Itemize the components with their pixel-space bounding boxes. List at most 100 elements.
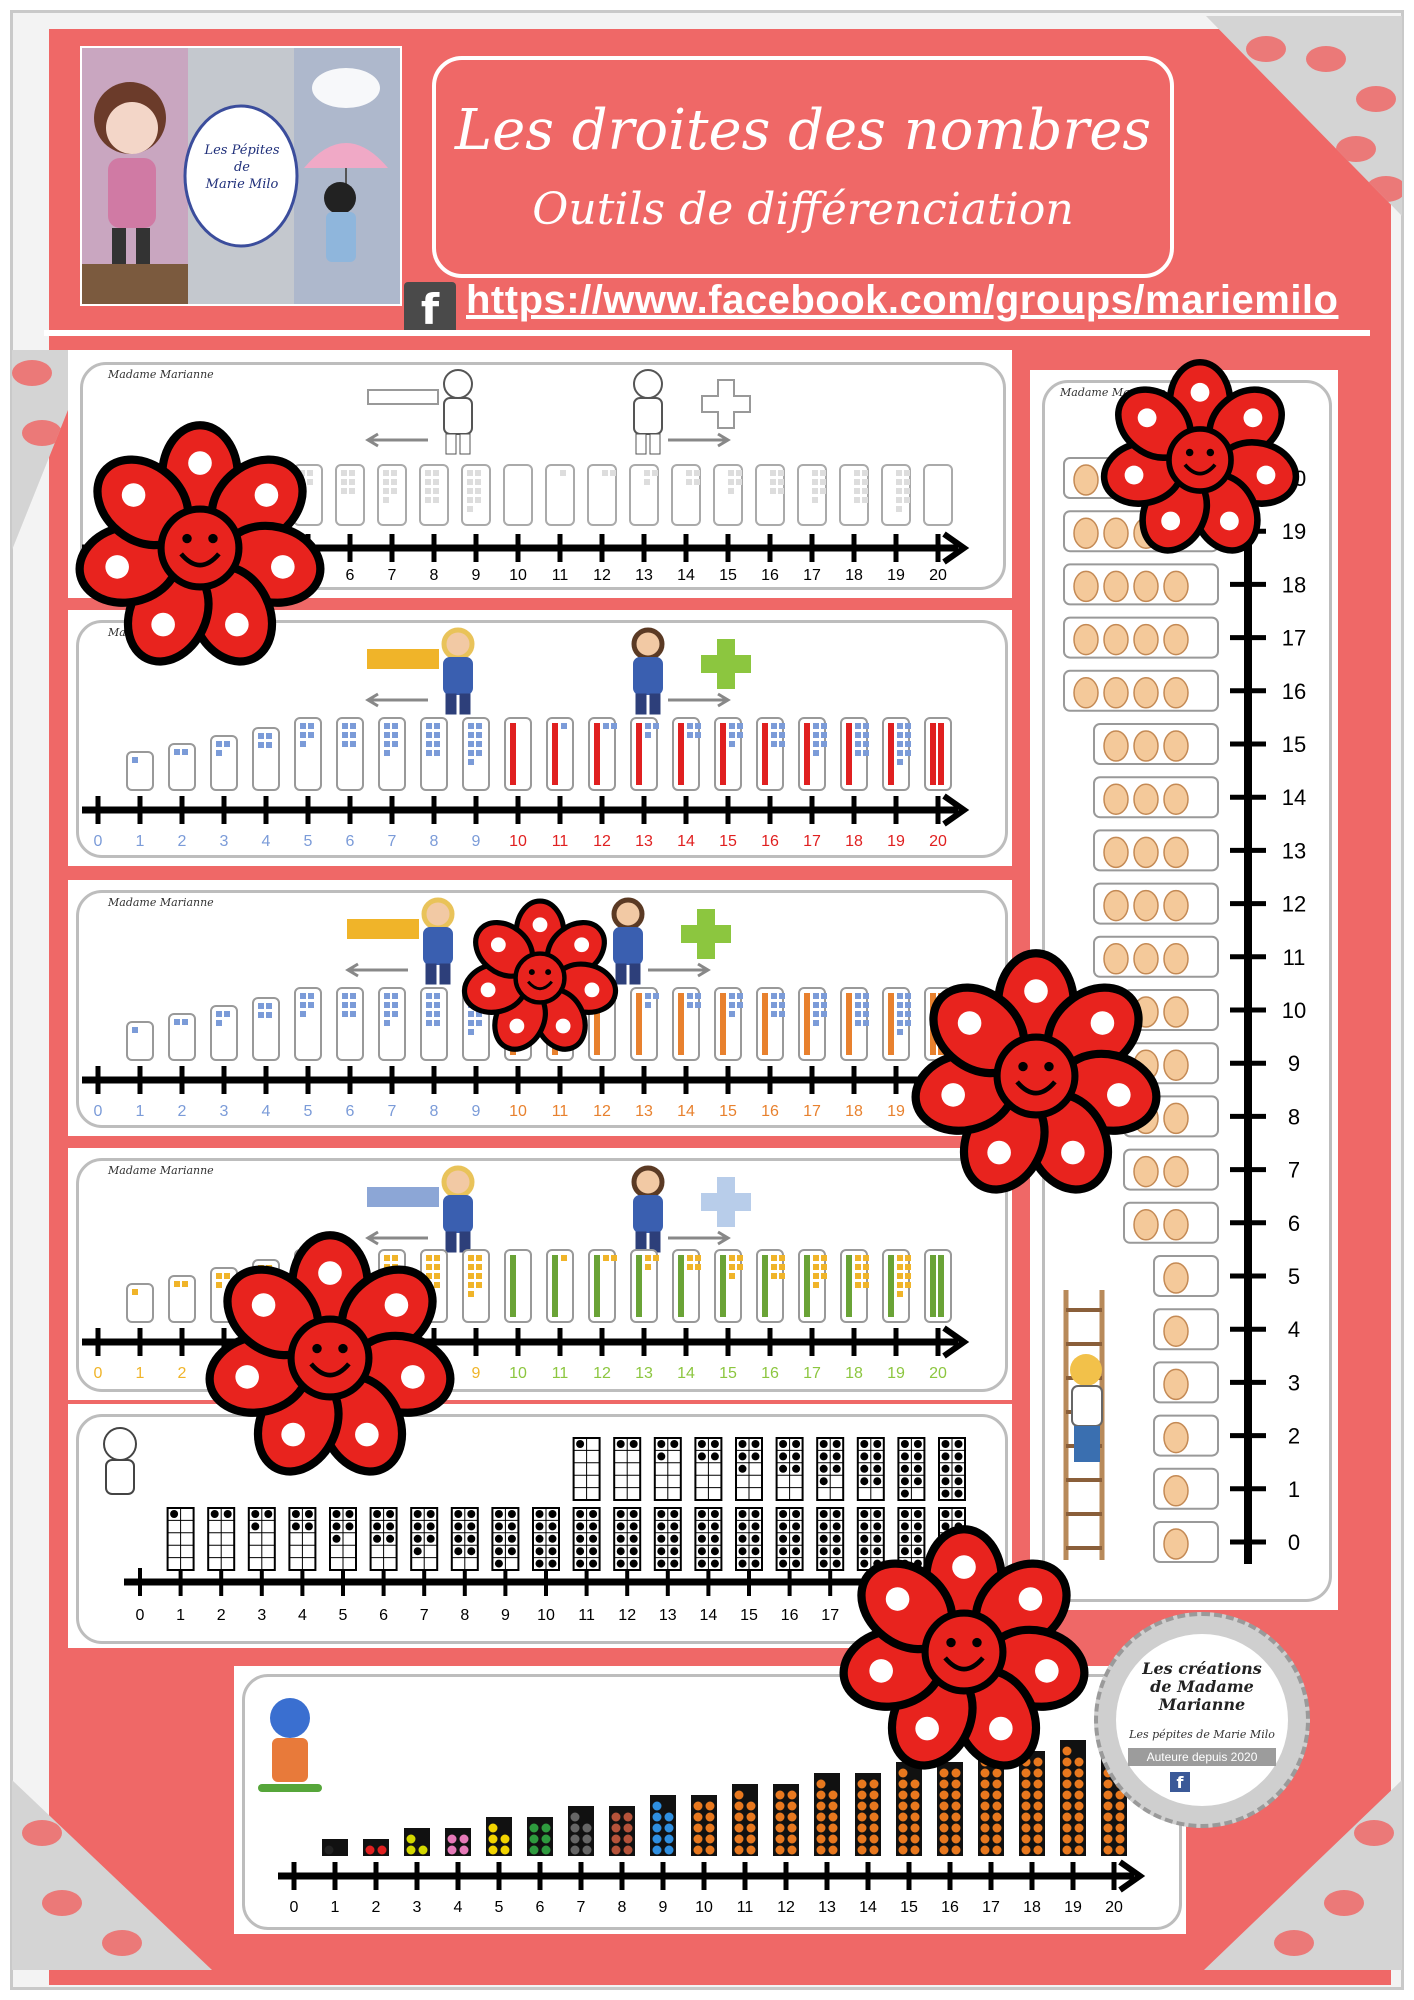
dot [529,1834,539,1844]
ten-frame-dot [413,1547,422,1556]
child-leg [629,963,641,985]
dot [418,1845,428,1855]
tick-label: 6 [1288,1211,1300,1236]
tick-label: 9 [472,833,481,850]
dot [992,1845,1002,1855]
dot [1033,1779,1043,1789]
unit-cube [257,470,263,476]
dot [816,1834,826,1844]
tick-label: 9 [1288,1051,1300,1076]
ten-frame-dot [494,1547,503,1556]
unit-cube [383,497,389,503]
tick-label: 17 [803,1365,821,1382]
ten-frame-dot [710,1547,719,1556]
ten-frame-dot [251,1522,260,1531]
ten-frame-dot [657,1452,666,1461]
hand-icon [1163,783,1189,815]
ten-rod [938,723,944,785]
ten-frame-dot [657,1440,666,1448]
dot [910,1779,920,1789]
logo-text-mid: de [233,160,250,175]
tick-label: 9 [501,1607,510,1624]
unit-cube [737,993,743,999]
unit-cube [897,1002,903,1008]
ten-rod [888,723,894,785]
hand-icon [1163,836,1189,869]
ten-frame-dot [792,1522,801,1531]
ten-frame-dot [710,1522,719,1531]
facebook-group-link[interactable]: https://www.facebook.com/groups/mariemil… [466,278,1339,322]
dot [488,1823,498,1833]
dot [787,1790,797,1800]
unit-cube [695,993,701,999]
unit-cube [476,1255,482,1261]
ten-frame-dot [941,1547,950,1556]
dot [570,1834,580,1844]
unit-cube [476,1020,482,1026]
dot [1021,1790,1031,1800]
unit-cube [695,1002,701,1008]
ten-rod [636,993,642,1055]
tick-label: 20 [929,1103,947,1120]
dot [324,1845,334,1855]
unit-cube [468,993,474,999]
hand-icon [1133,943,1159,975]
unit-cube [434,1282,440,1288]
facebook-icon[interactable]: f [1170,1772,1190,1792]
ten-frame-dot [860,1534,869,1543]
dot [734,1845,744,1855]
unit-cube [687,1255,693,1261]
ten-frame-dot [941,1522,950,1531]
ten-frame-dot [657,1559,666,1568]
dot [857,1823,867,1833]
ten-rod [846,993,852,1055]
header-illustration: Les Pépites de Marie Milo [80,46,402,306]
unit-cube [645,1264,651,1270]
tick-label: 1 [136,833,145,850]
unit-cube [863,1273,869,1279]
unit-cube [820,479,826,485]
unit-cube [384,732,390,738]
ten-frame-dot [751,1452,760,1461]
facebook-icon[interactable]: f [404,282,456,334]
tick-label: 19 [887,1103,905,1120]
unit-cube [384,1011,390,1017]
ten-frame-dot [941,1464,950,1473]
tick-label: 6 [379,1607,388,1624]
unit-cube [392,723,398,729]
dot [406,1845,416,1855]
unit-cube [300,732,306,738]
ten-rod [762,1255,768,1317]
ten-frame-dot [900,1534,909,1543]
ten-rod [594,723,600,785]
ten-frame-dot [873,1534,882,1543]
unit-cube [426,993,432,999]
unit-cube [771,993,777,999]
unit-cube [905,741,911,747]
dot [541,1845,551,1855]
unit-cube [812,497,818,503]
unit-cube [897,741,903,747]
dot [898,1779,908,1789]
ten-frame-dot [467,1534,476,1543]
unit-cube [897,759,903,765]
dot [869,1812,879,1822]
tick-label: 8 [430,1365,439,1382]
unit-cube [476,741,482,747]
dot [787,1812,797,1822]
unit-cube [611,723,617,729]
unit-cube [258,1003,264,1009]
climbing-child-head [1070,1354,1102,1386]
ten-frame-dot [792,1440,801,1448]
ten-frame-dot [954,1440,963,1448]
child-leg [459,433,471,455]
ten-frame-dot [941,1489,950,1498]
dot [898,1801,908,1811]
hand-icon [1103,943,1129,975]
tick-label: 11 [552,567,569,584]
tick-label: 0 [1288,1530,1300,1555]
unit-cube [350,1255,356,1261]
child-leg [445,433,457,455]
dot [980,1801,990,1811]
tick-label: 14 [859,1899,877,1916]
